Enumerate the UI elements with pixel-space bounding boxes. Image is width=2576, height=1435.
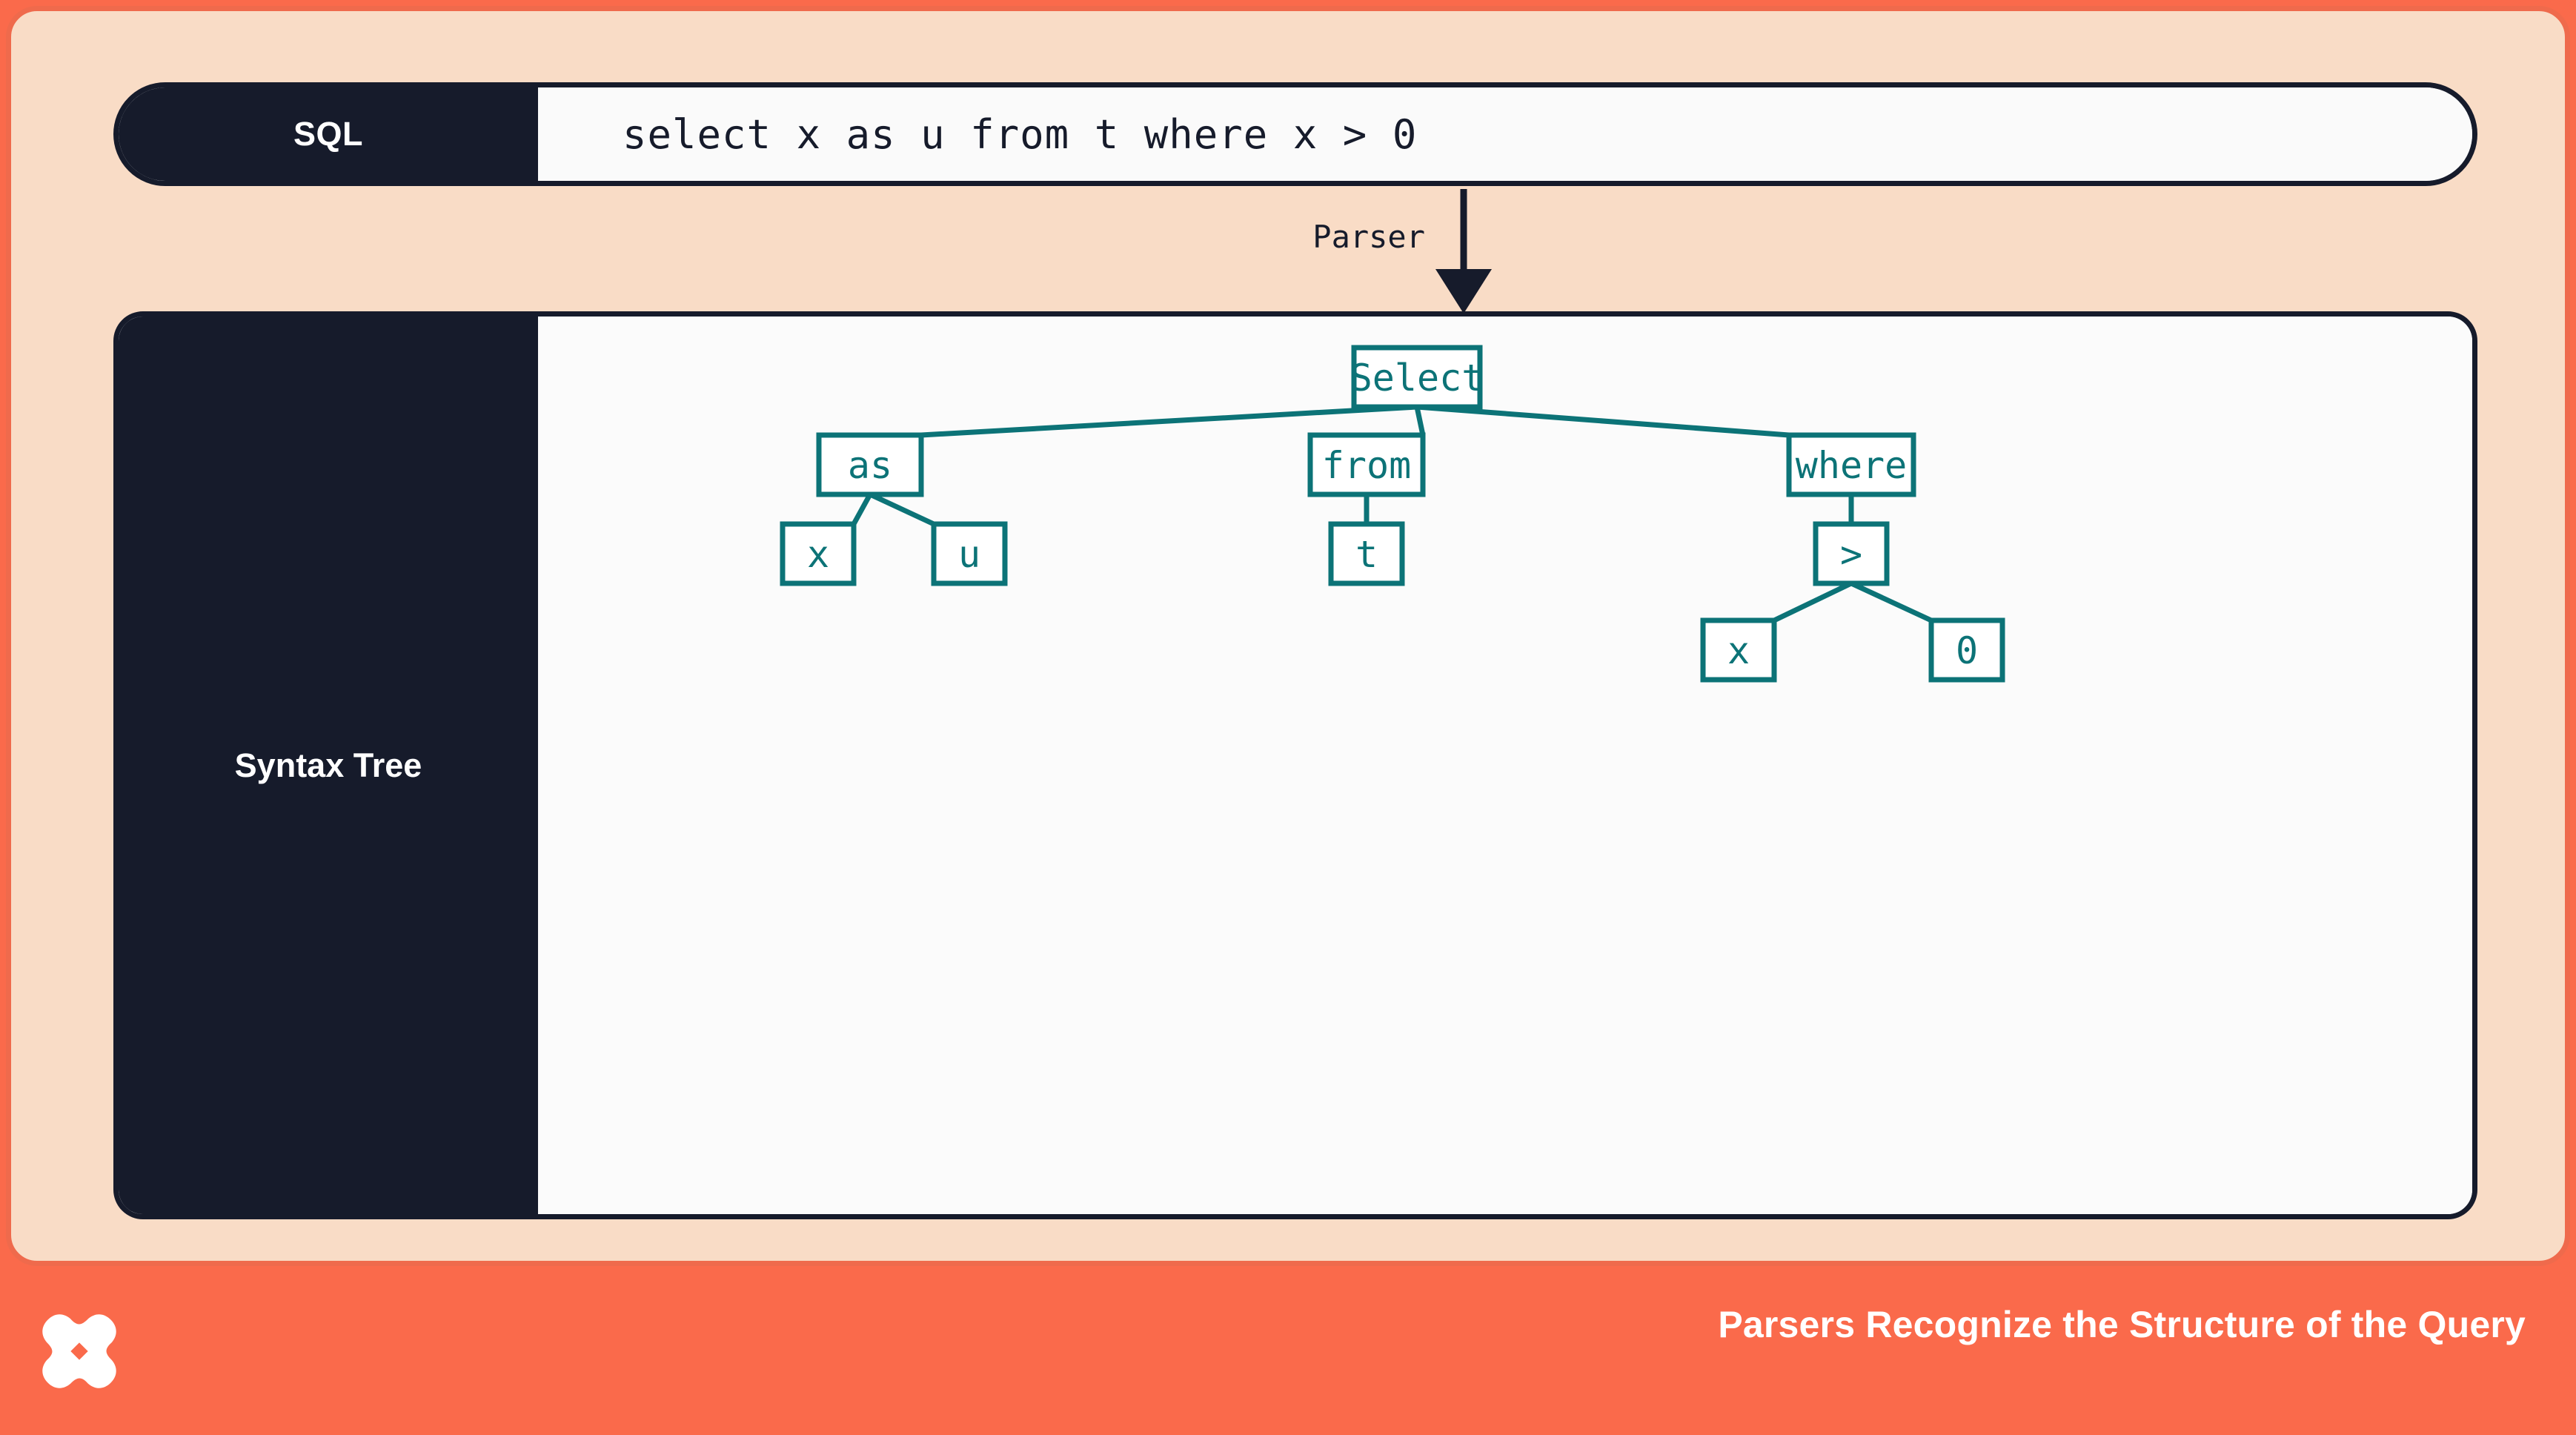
tree-node[interactable]: > bbox=[1813, 521, 1890, 586]
tree-node[interactable]: Select bbox=[1350, 345, 1484, 410]
tree-node-label: Select bbox=[1350, 357, 1484, 400]
sql-label-text: SQL bbox=[293, 115, 363, 153]
tree-node-layer: Select as from where x u t > x 0 bbox=[780, 345, 2005, 683]
tree-node[interactable]: x bbox=[1700, 617, 1777, 683]
tree-node-label: where bbox=[1796, 444, 1908, 487]
tree-node[interactable]: 0 bbox=[1928, 617, 2005, 683]
sql-row-label: SQL bbox=[119, 87, 538, 181]
tree-node-box bbox=[1786, 432, 1916, 497]
tree-node-box bbox=[1928, 617, 2005, 683]
parser-transform: Parser bbox=[1271, 189, 1656, 322]
content-card: SQL select x as u from t where x > 0 Par… bbox=[6, 6, 2570, 1266]
butterfly-logo-icon bbox=[42, 1314, 116, 1388]
tree-edge bbox=[1416, 404, 1790, 438]
sql-query-field[interactable]: select x as u from t where x > 0 bbox=[538, 87, 2472, 181]
tree-edge bbox=[851, 493, 873, 526]
tree-node[interactable]: t bbox=[1328, 521, 1405, 586]
tree-node-label: > bbox=[1840, 533, 1862, 576]
tree-node-box bbox=[1700, 617, 1777, 683]
syntax-tree-label: Syntax Tree bbox=[119, 317, 538, 1214]
parser-label: Parser bbox=[1312, 219, 1425, 255]
tree-edge bbox=[1414, 406, 1426, 436]
tree-node-box bbox=[780, 521, 857, 586]
tree-node-label: x bbox=[807, 533, 829, 576]
tree-node-box bbox=[1328, 521, 1405, 586]
tree-node-label: t bbox=[1355, 533, 1378, 576]
tree-edge bbox=[920, 404, 1418, 438]
sql-query-text: select x as u from t where x > 0 bbox=[623, 110, 1418, 158]
tree-node-label: u bbox=[958, 533, 980, 576]
tree-edge bbox=[1850, 580, 1933, 623]
tree-edge bbox=[869, 491, 935, 527]
syntax-tree-label-text: Syntax Tree bbox=[234, 746, 422, 784]
tree-node-box bbox=[1813, 521, 1890, 586]
syntax-tree-canvas: Select as from where x u t > x 0 bbox=[538, 317, 2472, 1214]
tree-node[interactable]: where bbox=[1786, 432, 1916, 497]
tree-node[interactable]: from bbox=[1307, 432, 1426, 497]
sql-input-row: SQL select x as u from t where x > 0 bbox=[113, 82, 2477, 186]
tree-node-box bbox=[816, 432, 924, 497]
footer-tagline: Parsers Recognize the Structure of the Q… bbox=[1718, 1304, 2526, 1345]
tree-node[interactable]: x bbox=[780, 521, 857, 586]
tree-edge bbox=[1773, 580, 1853, 623]
tree-node[interactable]: u bbox=[931, 521, 1008, 586]
tree-node-box bbox=[931, 521, 1008, 586]
footer-bar: Parsers Recognize the Structure of the Q… bbox=[0, 1266, 2576, 1435]
tree-node-box bbox=[1351, 345, 1483, 410]
tree-node-label: x bbox=[1727, 629, 1750, 672]
tree-node-label: from bbox=[1322, 444, 1411, 487]
tree-node-box bbox=[1307, 432, 1426, 497]
tree-edge-layer bbox=[851, 404, 1933, 623]
tree-node-label: 0 bbox=[1956, 629, 1978, 672]
syntax-tree-graphic: Select as from where x u t > x 0 bbox=[780, 345, 2005, 683]
tree-node-label: as bbox=[848, 444, 892, 487]
syntax-tree-panel: Syntax Tree Select as from where x u t > x 0 bbox=[113, 311, 2477, 1219]
tree-node[interactable]: as bbox=[816, 432, 924, 497]
parser-arrow-icon bbox=[1435, 189, 1492, 314]
